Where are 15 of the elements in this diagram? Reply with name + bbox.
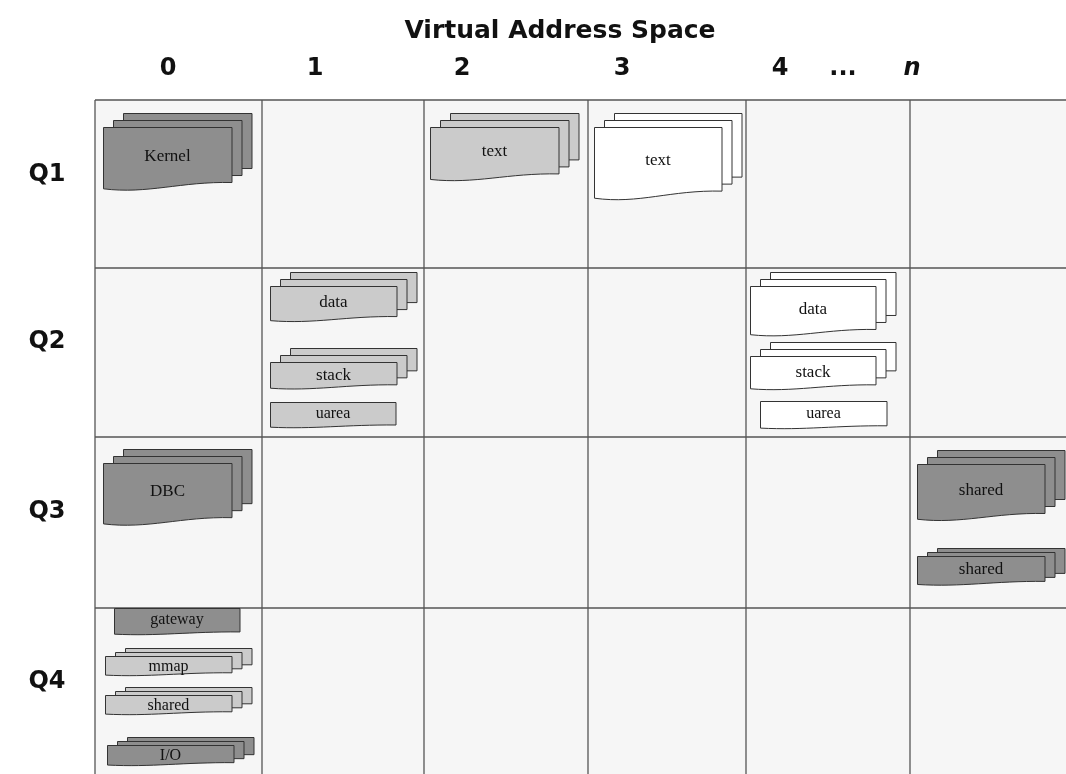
column-heading: ... xyxy=(829,55,857,79)
document-shape: gateway xyxy=(114,608,241,637)
row-heading: Q1 xyxy=(28,161,66,185)
column-heading: n xyxy=(903,55,921,79)
row-heading: Q4 xyxy=(28,668,66,692)
column-heading: 3 xyxy=(613,55,631,79)
column-heading: 0 xyxy=(159,55,177,79)
title: Virtual Address Space xyxy=(404,16,716,42)
document-shape: uarea xyxy=(270,402,397,430)
row-heading: Q2 xyxy=(28,328,66,352)
column-heading: 2 xyxy=(453,55,471,79)
column-heading: 4 xyxy=(771,55,789,79)
document-shape: uarea xyxy=(760,401,888,431)
row-heading: Q3 xyxy=(28,498,66,522)
column-heading: 1 xyxy=(306,55,324,79)
